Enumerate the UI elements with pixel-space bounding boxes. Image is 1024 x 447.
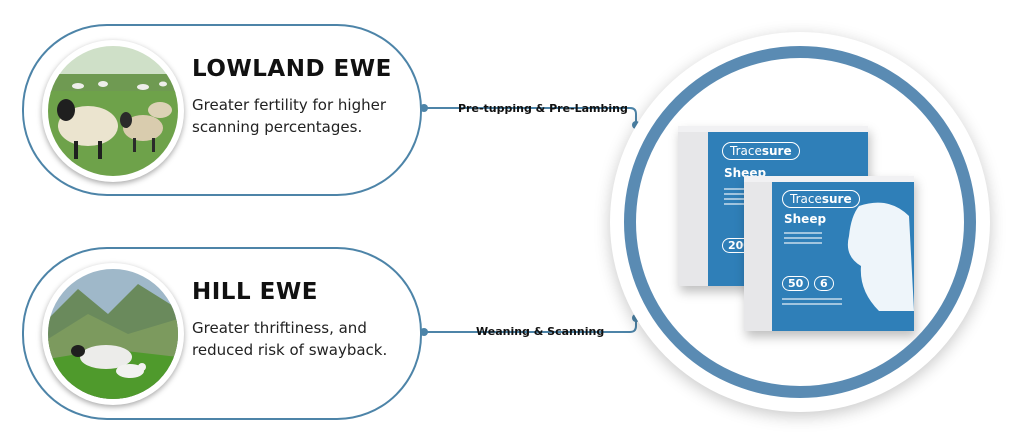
sheep-head-icon	[847, 202, 914, 311]
product-name-front: Sheep	[784, 212, 827, 226]
product-circle: Tracesure Sheep 200 Tracesure Sheep 50 6	[610, 32, 990, 412]
card-description-hill: Greater thriftiness, and reduced risk of…	[192, 319, 388, 359]
product-box-front: Tracesure Sheep 50 6	[744, 176, 914, 331]
brand-logo-front: Tracesure	[782, 190, 860, 208]
dose-badge-front: 6	[814, 276, 834, 291]
hill-sheep-image-icon	[48, 269, 178, 399]
card-title-hill: HILL EWE	[192, 279, 318, 305]
card-description-lowland: Greater fertility for higher scanning pe…	[192, 96, 387, 136]
small-text-lines-bottom	[782, 298, 842, 308]
count-badge-front: 50	[782, 276, 810, 291]
card-title-lowland: LOWLAND EWE	[192, 56, 392, 82]
brand-logo-back: Tracesure	[722, 142, 800, 160]
hill-sheep-photo	[42, 263, 184, 405]
sheep-field-image-icon	[48, 46, 178, 176]
card-hill-ewe: HILL EWE Greater thriftiness, and reduce…	[22, 247, 422, 420]
connector-label-pre-tupping: Pre-tupping & Pre-Lambing	[458, 102, 628, 115]
lowland-sheep-photo	[42, 40, 184, 182]
product-ring: Tracesure Sheep 200 Tracesure Sheep 50 6	[624, 46, 976, 398]
connector-label-weaning: Weaning & Scanning	[476, 325, 605, 338]
card-lowland-ewe: LOWLAND EWE Greater fertility for higher…	[22, 24, 422, 196]
small-text-lines-front	[784, 232, 822, 247]
